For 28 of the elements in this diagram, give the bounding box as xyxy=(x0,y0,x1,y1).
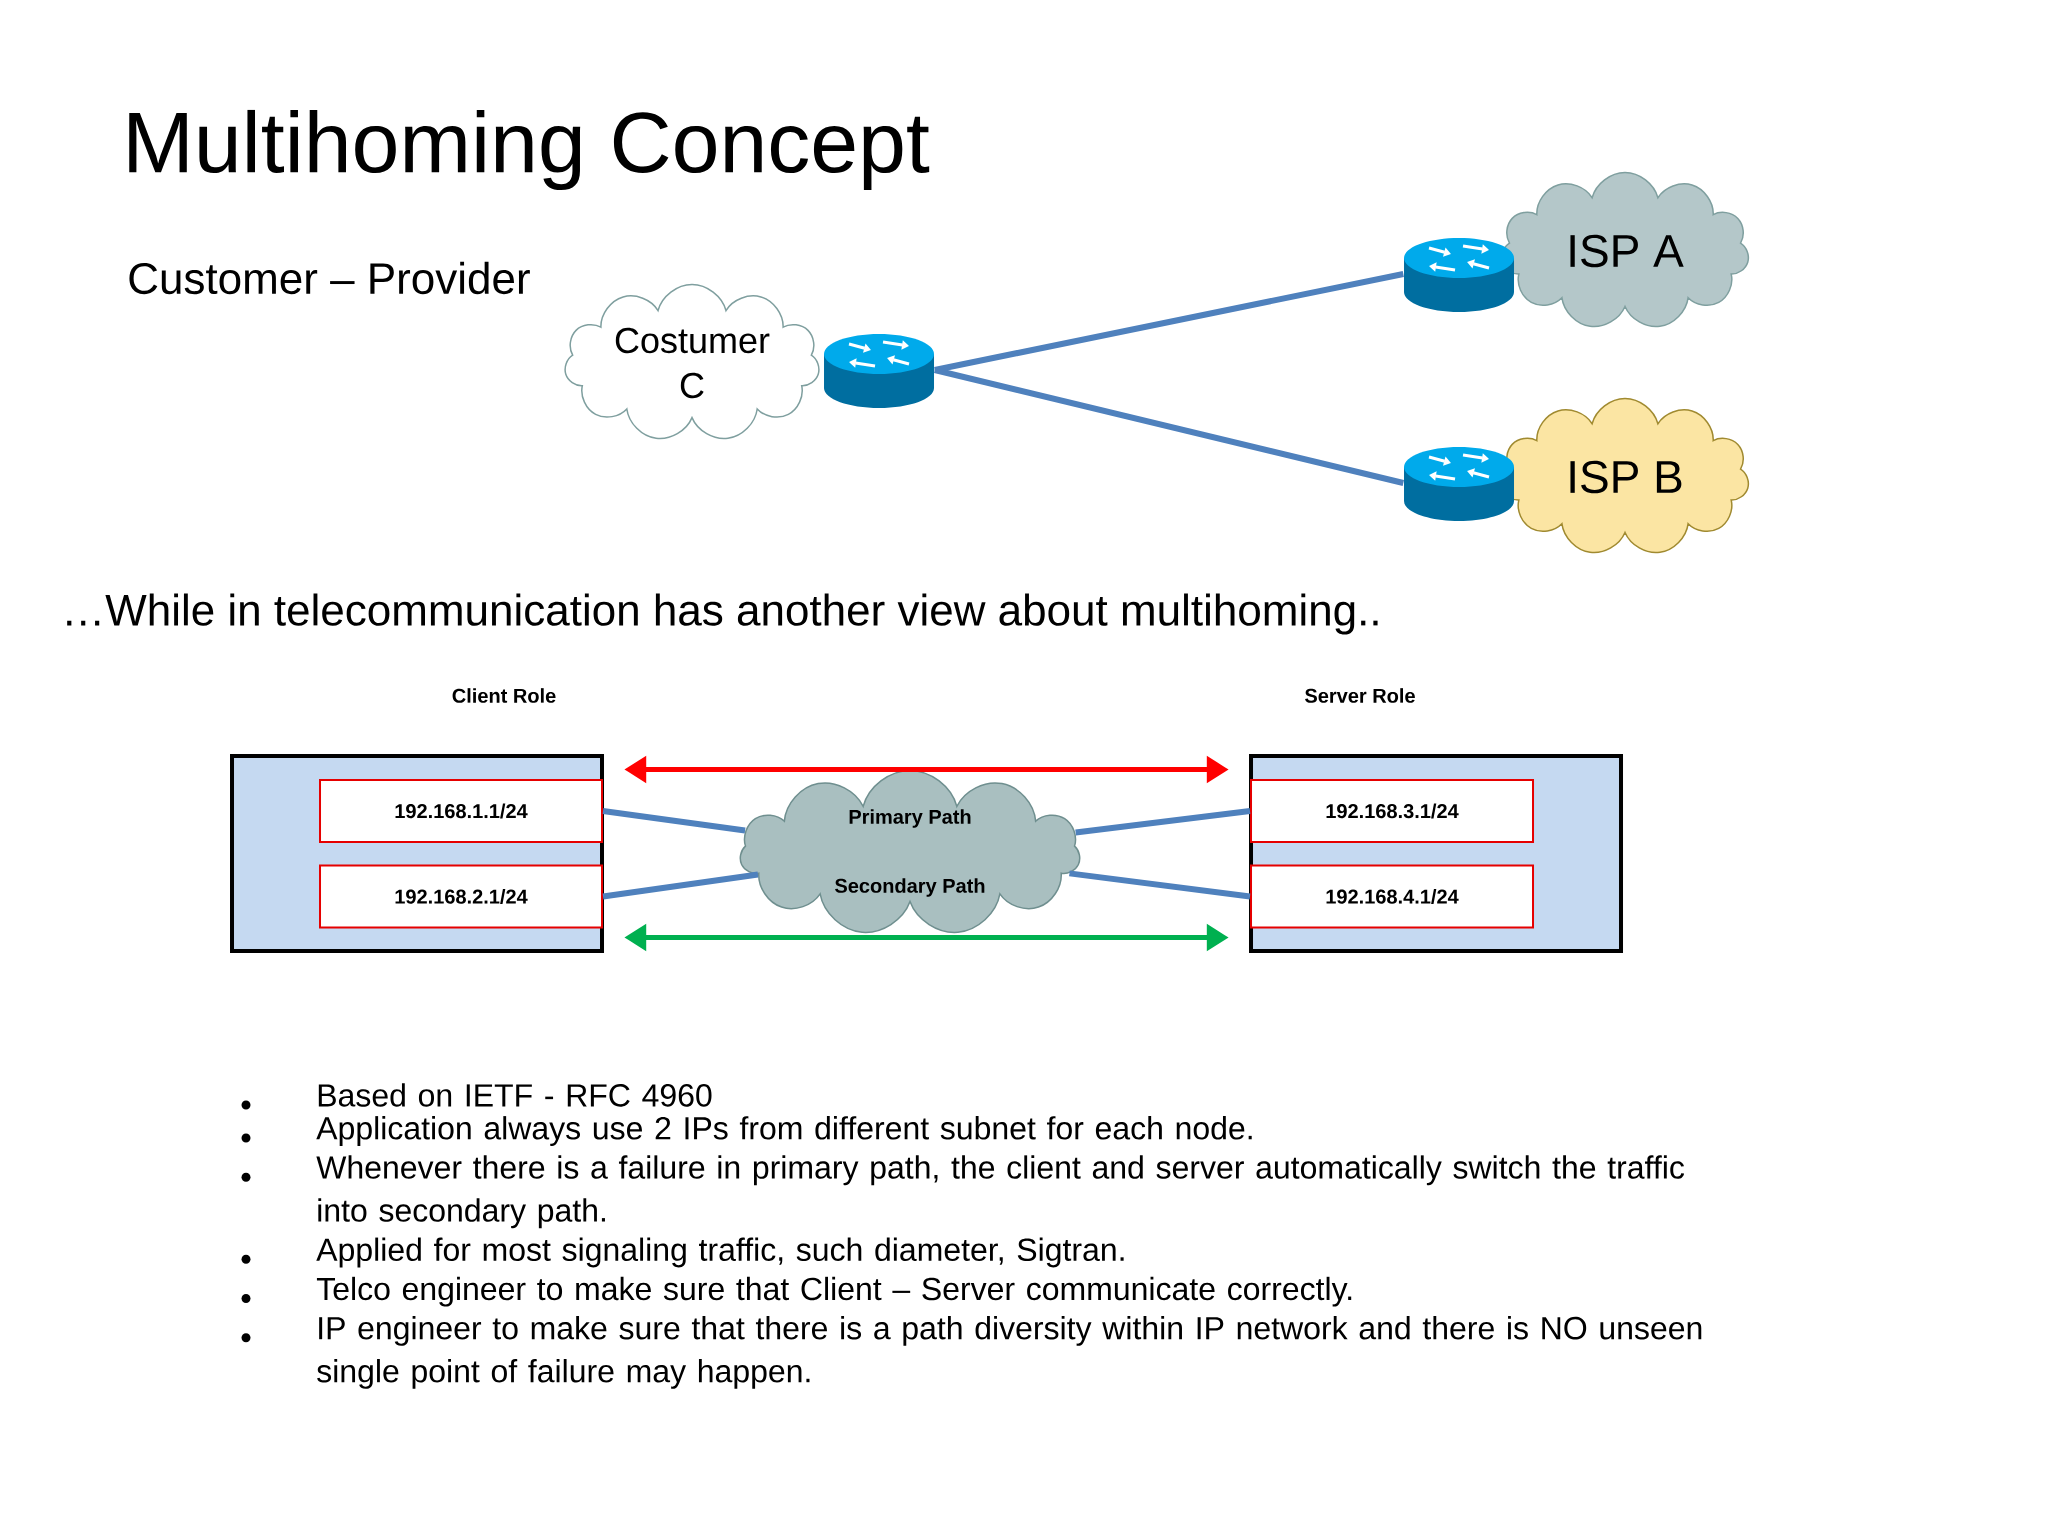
connector-line xyxy=(934,367,1404,486)
cloud: Primary Path Secondary Path xyxy=(739,769,1081,934)
cloud: ISP A xyxy=(1500,171,1750,328)
subtitle: Customer – Provider xyxy=(129,261,530,295)
connector-line xyxy=(602,808,746,834)
node-label: Server Role xyxy=(1305,688,1415,703)
address-box: 192.168.2.1/24 xyxy=(319,864,603,929)
bullet-text: Applied for most signaling traffic, such diameter, Sigtran. xyxy=(316,1237,1124,1268)
connector-line xyxy=(602,871,759,900)
address-box: 192.168.3.1/24 xyxy=(1250,779,1534,843)
connector-line xyxy=(1069,870,1251,900)
bullet-text: Whenever there is a failure in primary path, the client and server automatically switch the traffic into secondary path. xyxy=(316,1155,1685,1229)
connector-line xyxy=(934,271,1404,373)
connector-line xyxy=(1075,808,1251,836)
router-drawing xyxy=(1404,238,1514,312)
bullet-text: Telco engineer to make sure that Client – Server communicate correctly. xyxy=(316,1276,1352,1307)
bullet-text: Application always use 2 IPs from different subnet for each node. xyxy=(316,1116,1252,1146)
bullet-text: Based on IETF - RFC 4960 xyxy=(318,1083,712,1107)
address-box: 192.168.1.1/24 xyxy=(319,779,603,843)
slide-title: Multihoming Concept xyxy=(129,109,930,191)
cloud: ISP B xyxy=(1500,397,1750,554)
address-box: 192.168.4.1/24 xyxy=(1250,864,1534,929)
router-drawing xyxy=(824,334,934,408)
router-drawing xyxy=(1404,447,1514,521)
heading-text: …While in telecommunication has another view about multihoming.. xyxy=(67,593,1378,635)
node-label: Client Role xyxy=(452,688,556,703)
bullet-text: IP engineer to make sure that there is a path diversity within IP network and there is NO unseen single point of failure may happen. xyxy=(317,1316,1702,1389)
cloud: Costumer C xyxy=(564,283,820,440)
